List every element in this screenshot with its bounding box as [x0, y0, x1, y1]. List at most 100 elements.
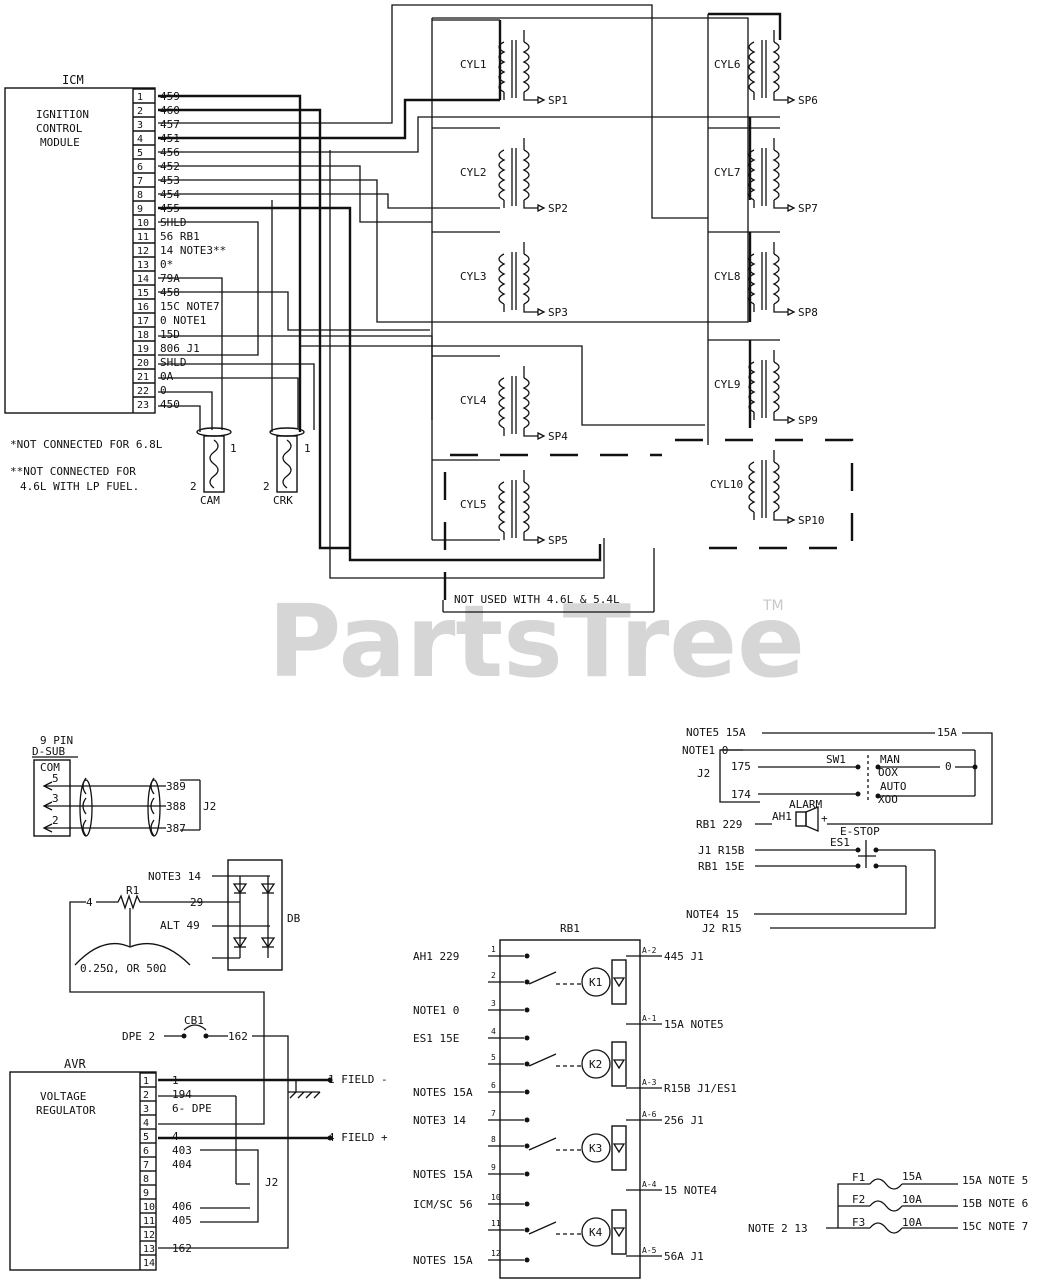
switch-panel: NOTE5 15A 15A NOTE1 0 J2 175 SW1 0 MAN O…: [682, 726, 993, 935]
icm-title: ICM: [62, 73, 84, 87]
avr-pin-num: 6: [143, 1146, 149, 1157]
rb1-left-label: NOTES 15A: [413, 1168, 473, 1181]
cyl3-label: CYL3: [460, 270, 487, 283]
rb1-right-pin: A-3: [642, 1078, 657, 1087]
coil-rails: [431, 12, 782, 541]
cam-label: CAM: [200, 494, 220, 507]
icm-wire-label: 56 RB1: [160, 230, 200, 243]
icm-pin-num: 18: [137, 330, 149, 341]
sensor-crk: CRK 1 2: [263, 427, 311, 507]
rb1-left-label: NOTES 15A: [413, 1086, 473, 1099]
rb1-left-label: ICM/SC 56: [413, 1198, 473, 1211]
avr-wire-label: 405: [172, 1214, 192, 1227]
sw-note4-15: NOTE4 15: [686, 908, 739, 921]
cyl6-label: CYL6: [714, 58, 741, 71]
icm-wire-label: 14 NOTE3**: [160, 244, 226, 257]
icm-pin-num: 9: [137, 204, 143, 215]
db-alt: ALT 49: [160, 919, 200, 932]
coil-group: CYL1SP1CYL2SP2CYL3SP3CYL4SP4CYL5SP5CYL6S…: [460, 30, 825, 547]
alarm-plus: +: [821, 812, 828, 825]
footnote-1: *NOT CONNECTED FOR 6.8L: [10, 438, 163, 451]
icm-pin-num: 22: [137, 386, 149, 397]
relay-2: K2: [589, 1058, 602, 1071]
crk-label: CRK: [273, 494, 293, 507]
cyl10-label: CYL10: [710, 478, 743, 491]
r1-ohm: 0.25Ω, OR 50Ω: [80, 962, 166, 975]
cyl9-label: CYL9: [714, 378, 741, 391]
cyl7-label: CYL7: [714, 166, 741, 179]
icm-pin-num: 21: [137, 372, 149, 383]
relay-1: K1: [589, 976, 602, 989]
field-neg: 1 FIELD -: [328, 1073, 388, 1086]
avr-wire-label: 404: [172, 1158, 192, 1171]
field-pos: 4 FIELD +: [328, 1131, 388, 1144]
avr-j2: J2: [265, 1176, 278, 1189]
diode-bridge: DB NOTE3 14 29 ALT 49 R1 4 0.25Ω, OR 50Ω: [69, 859, 301, 1125]
rb1-pin-num: 2: [491, 971, 496, 980]
rb1-right-label: 56A J1: [664, 1250, 704, 1263]
icm-pin-num: 12: [137, 246, 149, 257]
sw1-label: SW1: [826, 753, 846, 766]
avr-pin-num: 13: [143, 1244, 155, 1255]
dsub-wire: 389: [166, 780, 186, 793]
relay-4: K4: [589, 1226, 603, 1239]
rb1-pin-num: 10: [491, 1193, 501, 1202]
avr-pin-num: 11: [143, 1216, 155, 1227]
fuse-out3: 15C NOTE 7: [962, 1220, 1028, 1233]
fuse-a3: 10A: [902, 1216, 922, 1229]
icm-box: [4, 87, 156, 414]
relay-3: K3: [589, 1142, 602, 1155]
cyl5-label: CYL5: [460, 498, 487, 511]
icm-name-1: IGNITION: [36, 108, 89, 121]
avr-pin-num: 7: [143, 1160, 149, 1171]
rb1-right-pin: A-6: [642, 1110, 657, 1119]
ah1-label: AH1: [772, 810, 792, 823]
rb1-pin-num: 1: [491, 945, 496, 954]
estop-label: E-STOP: [840, 825, 880, 838]
icm-wire-label: 0: [160, 384, 167, 397]
sensor-cam: CAM 1 2: [190, 427, 237, 507]
avr-wire-label: 6- DPE: [172, 1102, 212, 1115]
icm-pin-num: 7: [137, 176, 143, 187]
cb1-breaker: CB1 DPE 2 162: [122, 1014, 289, 1249]
rb1-left-label: NOTE3 14: [413, 1114, 466, 1127]
footnote-2b: 4.6L WITH LP FUEL.: [20, 480, 139, 493]
fuse-f3: F3: [852, 1216, 865, 1229]
icm-pin-num: 10: [137, 218, 149, 229]
dsub-com: COM: [40, 761, 60, 774]
sw-note1-0: NOTE1 0: [682, 744, 728, 757]
cam-pin1: 1: [230, 442, 237, 455]
sp7-label: SP7: [798, 202, 818, 215]
not-used-note: NOT USED WITH 4.6L & 5.4L: [454, 593, 620, 606]
rb1-pin-num: 7: [491, 1109, 496, 1118]
avr-pin-num: 8: [143, 1174, 149, 1185]
rb1-title: RB1: [560, 922, 580, 935]
rb1-right-pin: A-4: [642, 1180, 657, 1189]
sp3-label: SP3: [548, 306, 568, 319]
avr-pin-num: 14: [143, 1258, 155, 1269]
icm-pin-num: 17: [137, 316, 149, 327]
rb1-pin-num: 5: [491, 1053, 496, 1062]
sw-xoo: XOO: [878, 793, 898, 806]
avr-pin-num: 3: [143, 1104, 149, 1115]
icm-wire-label: 0 NOTE1: [160, 314, 206, 327]
db-note3: NOTE3 14: [148, 870, 201, 883]
sw-w175: 175: [731, 760, 751, 773]
db-w29: 29: [190, 896, 203, 909]
cyl2-label: CYL2: [460, 166, 487, 179]
avr-wire-label: 4: [172, 1130, 179, 1143]
cyl10-dashed-harness: [442, 438, 854, 613]
icm-wire-label: 15C NOTE7: [160, 300, 220, 313]
avr-wire-label: 406: [172, 1200, 192, 1213]
icm-pin-num: 15: [137, 288, 149, 299]
